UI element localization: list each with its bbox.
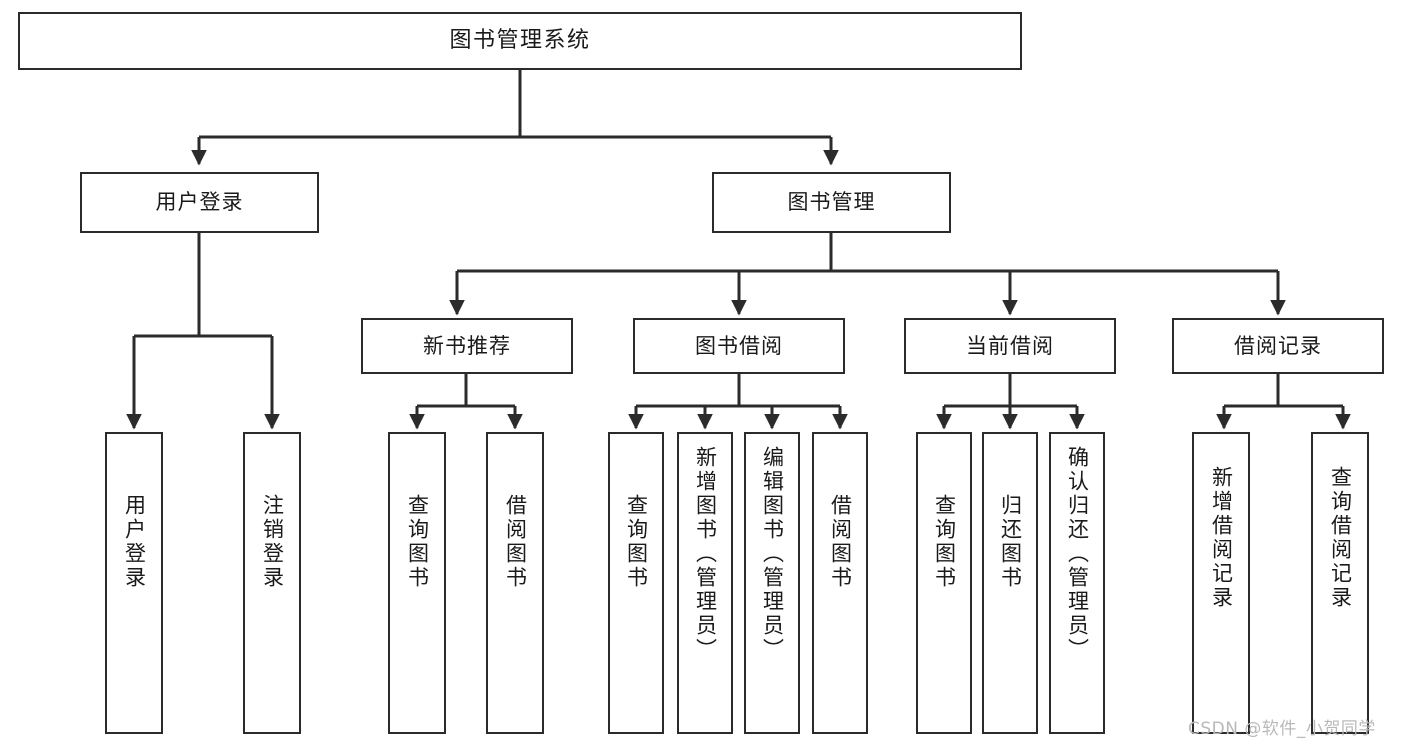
leaf-edit-book-admin[interactable]: 编辑图书（管理员） — [744, 432, 800, 734]
node-book-borrow[interactable]: 图书借阅 — [633, 318, 845, 374]
csdn-watermark: CSDN @软件_小贺同学 — [1188, 719, 1376, 739]
leaf-user-login[interactable]: 用户登录 — [105, 432, 163, 734]
node-label: 借阅记录 — [1234, 333, 1322, 358]
node-label: 查询图书 — [405, 494, 430, 590]
leaf-borrow-book-recommend[interactable]: 借阅图书 — [486, 432, 544, 734]
node-label: 查询图书 — [624, 494, 649, 590]
node-label: 归还图书 — [998, 494, 1023, 590]
leaf-add-book-admin[interactable]: 新增图书（管理员） — [677, 432, 733, 734]
node-book-manage[interactable]: 图书管理 — [712, 172, 951, 233]
node-label: 查询图书 — [932, 494, 957, 590]
node-label: 借阅图书 — [828, 494, 853, 590]
leaf-add-borrow-record[interactable]: 新增借阅记录 — [1192, 432, 1250, 734]
node-label: 注销登录 — [260, 494, 285, 590]
node-label: 借阅图书 — [503, 494, 528, 590]
node-root-system[interactable]: 图书管理系统 — [18, 12, 1022, 70]
leaf-query-borrow-record[interactable]: 查询借阅记录 — [1311, 432, 1369, 734]
node-label: 图书管理系统 — [449, 28, 591, 54]
node-new-book-recommend[interactable]: 新书推荐 — [361, 318, 573, 374]
node-label: 图书管理 — [787, 190, 876, 215]
leaf-query-book-recommend[interactable]: 查询图书 — [388, 432, 446, 734]
node-label: 当前借阅 — [966, 333, 1054, 358]
leaf-confirm-return-admin[interactable]: 确认归还（管理员） — [1049, 432, 1105, 734]
node-label: 用户登录 — [122, 494, 147, 590]
leaf-query-book-current[interactable]: 查询图书 — [916, 432, 972, 734]
node-label: 编辑图书（管理员） — [760, 446, 785, 662]
leaf-borrow-book[interactable]: 借阅图书 — [812, 432, 868, 734]
node-user-login[interactable]: 用户登录 — [80, 172, 319, 233]
node-label: 图书借阅 — [695, 333, 783, 358]
node-borrow-record[interactable]: 借阅记录 — [1172, 318, 1384, 374]
leaf-logout-login[interactable]: 注销登录 — [243, 432, 301, 734]
node-label: 新书推荐 — [423, 333, 511, 358]
node-label: 确认归还（管理员） — [1065, 446, 1090, 662]
leaf-return-book[interactable]: 归还图书 — [982, 432, 1038, 734]
node-current-borrow[interactable]: 当前借阅 — [904, 318, 1116, 374]
node-label: 新增借阅记录 — [1209, 466, 1234, 610]
node-label: 用户登录 — [155, 190, 244, 215]
leaf-query-book-borrow[interactable]: 查询图书 — [608, 432, 664, 734]
node-label: 新增图书（管理员） — [693, 446, 718, 662]
node-label: 查询借阅记录 — [1328, 466, 1353, 610]
